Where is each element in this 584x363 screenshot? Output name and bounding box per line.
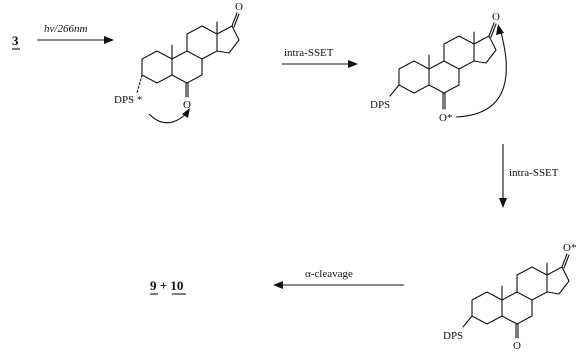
ring-b-carbonyl-oxygen: O [513, 340, 521, 352]
ring-d-carbonyl-oxygen: O [492, 11, 500, 23]
alpha-cleavage-label: α-cleavage [305, 268, 353, 280]
structure-excited-dps: O O DPS * [114, 1, 243, 124]
ring-d-carbonyl-oxygen: O [235, 1, 243, 13]
dps-label: DPS [370, 99, 390, 111]
structure-excited-b-ring-ketone: O O* DPS [370, 11, 507, 124]
sset-label-vertical: intra-SSET [509, 167, 559, 179]
excited-dps-label: DPS * [114, 94, 142, 106]
sset-arrow-top [282, 60, 358, 68]
photolysis-arrow [37, 36, 114, 44]
excited-oxygen-label: O* [563, 242, 576, 254]
dps-label: DPS [443, 330, 463, 342]
sset-arrow-vertical [499, 144, 507, 208]
photolysis-label: hν/266nm [44, 23, 87, 35]
alpha-cleavage-arrow [273, 281, 404, 289]
sset-label-top: intra-SSET [284, 47, 334, 59]
structure-excited-d-ring-ketone: O* O DPS [443, 242, 576, 352]
excited-oxygen-label: O* [439, 112, 452, 124]
products-label: 9 + 10 [150, 278, 183, 293]
start-compound-number: 3 [12, 33, 19, 48]
ring-b-carbonyl-oxygen: O [183, 99, 191, 111]
